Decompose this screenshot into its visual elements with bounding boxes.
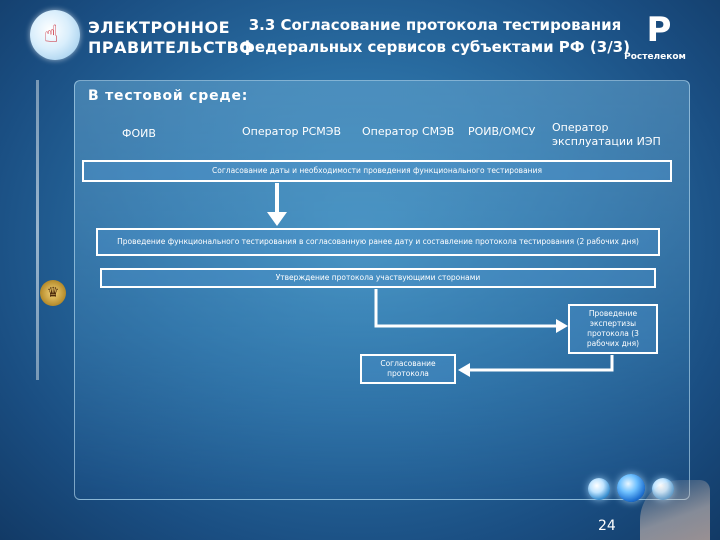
hand-pointer-icon: ☝ (44, 20, 59, 48)
slide-title-line-1: 3.3 Согласование протокола тестирования (248, 16, 622, 34)
step-agree-protocol: Согласование протокола (360, 354, 456, 384)
rostelecom-logo: Р Ростелеком (620, 6, 690, 68)
header: ☝ ЭЛЕКТРОННОЕ ПРАВИТЕЛЬСТВО 3.3 Согласов… (0, 0, 720, 78)
egov-logo-emblem: ☝ (30, 10, 80, 60)
column-smev: Оператор СМЭВ (362, 125, 455, 138)
panel-heading: В тестовой среде: (88, 88, 249, 104)
rostelecom-name: Ростелеком (624, 52, 686, 62)
logo-line-2: ПРАВИТЕЛЬСТВО (88, 38, 254, 57)
slide-title-line-2: федеральных сервисов субъектами РФ (3/3) (240, 38, 630, 56)
slide-title: 3.3 Согласование протокола тестирования … (230, 14, 640, 58)
side-divider (36, 80, 39, 380)
coat-of-arms-icon: ♛ (40, 280, 66, 306)
column-rsmev: Оператор РСМЭВ (242, 125, 341, 138)
step-agree-date: Согласование даты и необходимости провед… (82, 160, 672, 182)
nav-prev-button[interactable] (588, 478, 610, 500)
column-iep-operator: Оператор эксплуатации ИЭП (552, 121, 661, 148)
step-functional-testing: Проведение функционального тестирования … (96, 228, 660, 256)
step-protocol-expertise: Проведение экспертизы протокола (3 рабоч… (568, 304, 658, 354)
column-roiv-omsu: РОИВ/ОМСУ (468, 125, 536, 138)
step-approve-protocol: Утверждение протокола участвующими сторо… (100, 268, 656, 288)
nav-current-button[interactable] (617, 474, 645, 502)
column-foiv: ФОИВ (122, 127, 156, 140)
logo-line-1: ЭЛЕКТРОННОЕ (88, 18, 231, 37)
page-number: 24 (598, 518, 616, 534)
finger-decoration (640, 480, 710, 540)
rostelecom-r-icon: Р (646, 10, 672, 50)
